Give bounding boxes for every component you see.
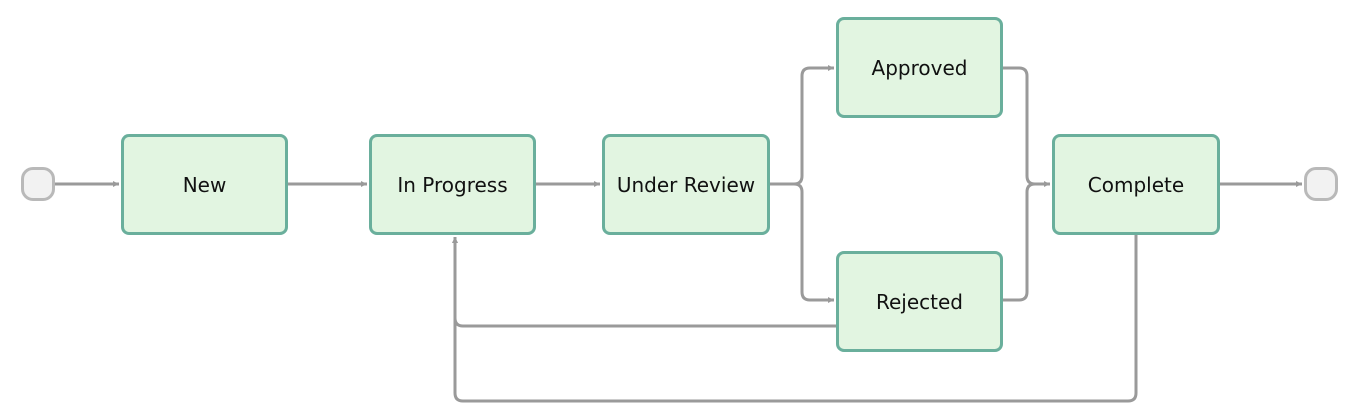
state-new[interactable]: New (121, 134, 288, 235)
edge-rejected-to-in-progress (452, 237, 836, 328)
state-in-progress[interactable]: In Progress (369, 134, 536, 235)
edge-approved-to-complete (1003, 66, 1050, 187)
edge-under-review-to-rejected (770, 182, 834, 303)
state-in-progress-label: In Progress (397, 172, 508, 197)
start-node (21, 167, 55, 201)
edge-complete-to-in-progress (452, 235, 1138, 403)
state-new-label: New (182, 172, 227, 197)
state-under-review-label: Under Review (616, 172, 756, 197)
state-approved[interactable]: Approved (836, 17, 1003, 118)
edge-under-review-to-approved (770, 65, 834, 186)
state-under-review[interactable]: Under Review (602, 134, 770, 235)
edge-rejected-to-complete (1003, 182, 1050, 302)
state-rejected[interactable]: Rejected (836, 251, 1003, 352)
state-approved-label: Approved (871, 55, 968, 80)
end-node (1304, 167, 1338, 201)
state-complete[interactable]: Complete (1052, 134, 1220, 235)
state-complete-label: Complete (1087, 172, 1185, 197)
state-rejected-label: Rejected (875, 289, 963, 314)
